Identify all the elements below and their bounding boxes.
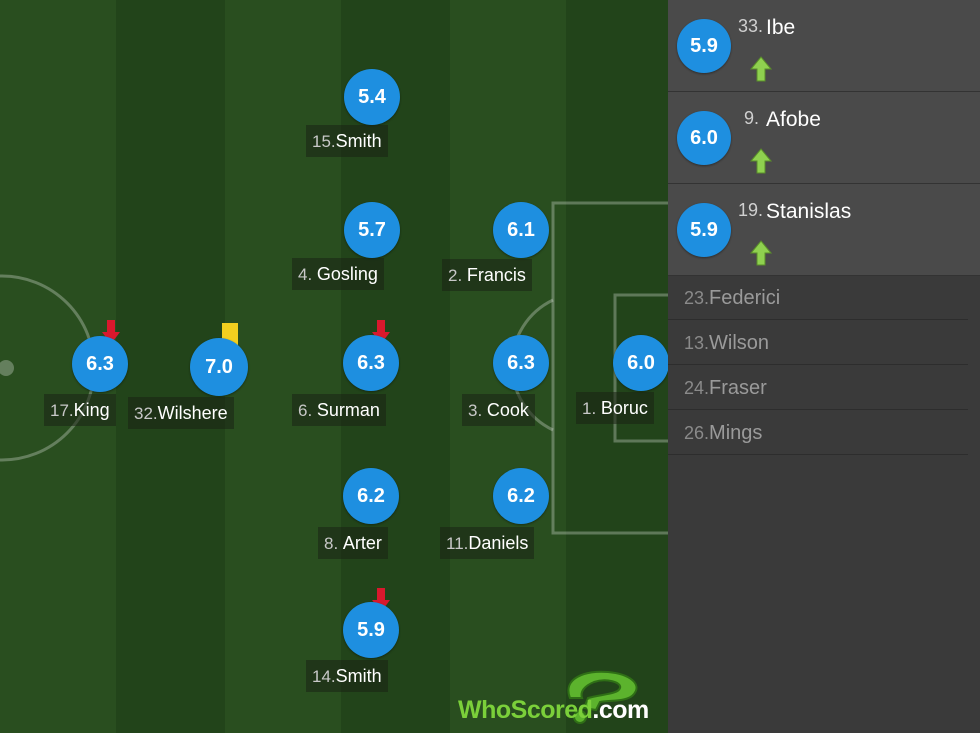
player-name: Federici [709,287,781,309]
player-label: 1. Boruc [576,392,654,424]
player-name: King [73,400,110,420]
shirt-number: 33. [738,16,764,36]
rating-bubble: 6.0 [613,335,668,391]
whoscored-logo: WhoScored.com [458,668,658,733]
bench-row-fraser[interactable]: 24.Fraser [668,366,968,410]
player-label: 3. Cook [462,394,535,426]
shirt-number: 9. [744,108,760,128]
player-label: 11.Daniels [440,527,535,559]
player-name: Smith [335,131,382,151]
rating-bubble: 6.0 [677,111,731,165]
player-name: Afobe [766,108,821,131]
shirt-number: 15. [312,132,336,151]
player-label: 8. Arter [318,527,388,559]
shirt-number: 4. [298,265,317,284]
shirt-number: 13. [684,333,710,353]
rating-bubble: 5.7 [344,202,400,258]
player-name: Daniels [468,533,529,553]
sub-row-afobe[interactable]: 6.0 9. Afobe [668,92,980,184]
player-name: Gosling [316,264,378,284]
rating-bubble: 5.9 [677,203,731,257]
player-name: Smith [335,666,382,686]
player-name: Francis [466,265,526,285]
player-label: 6. Surman [292,394,386,426]
shirt-number: 6. [298,401,317,420]
shirt-number: 23. [684,288,710,308]
shirt-number: 2. [448,266,467,285]
player-label: 14.Smith [306,660,388,692]
player-label: 2. Francis [442,259,532,291]
subbed-on-arrow-icon [750,148,772,174]
shirt-number: 19. [738,200,764,220]
player-name: Boruc [600,398,648,418]
player-name: Fraser [709,377,767,399]
logo-text: WhoScored.com [458,696,649,725]
shirt-number: 11. [446,534,469,553]
rating-bubble: 6.3 [493,335,549,391]
player-name: Mings [709,422,763,444]
player-label: 17.King [44,394,116,426]
rating-bubble: 6.2 [343,468,399,524]
logo-mark-icon [567,670,638,724]
shirt-number: 8. [324,534,343,553]
logo-text-com: .com [592,696,649,724]
player-name: Stanislas [766,200,852,223]
shirt-number: 32. [134,404,158,423]
player-label: 15.Smith [306,125,388,157]
player-name: Wilshere [157,403,228,423]
shirt-number: 3. [468,401,487,420]
shirt-number: 24. [684,378,710,398]
player-name: Arter [342,533,382,553]
rating-bubble: 6.2 [493,468,549,524]
bench-row-wilson[interactable]: 13.Wilson [668,321,968,365]
rating-bubble: 6.3 [343,335,399,391]
bench-row-mings[interactable]: 26.Mings [668,411,968,455]
player-name: Wilson [709,332,770,354]
sub-row-stanislas[interactable]: 5.9 19. Stanislas [668,184,980,276]
rating-bubble: 6.1 [493,202,549,258]
rating-bubble: 5.9 [677,19,731,73]
player-name: Ibe [766,16,796,39]
rating-bubble: 6.3 [72,336,128,392]
player-label: 32.Wilshere [128,397,234,429]
shirt-number: 1. [582,399,601,418]
pitch: 6.3 17.King 7.0 32.Wilshere 5.4 15.Smith… [0,0,668,733]
sub-row-ibe[interactable]: 5.9 33. Ibe [668,0,980,92]
shirt-number: 14. [312,667,336,686]
player-name: Cook [486,400,529,420]
shirt-number: 17. [50,401,74,420]
logo-text-whoscored: WhoScored [458,696,593,724]
substitutes-panel: 5.9 33. Ibe 6.0 9. Afobe 5.9 19. Stanisl… [668,0,980,733]
subbed-on-arrow-icon [750,240,772,266]
player-label: 4. Gosling [292,258,384,290]
rating-bubble: 7.0 [190,338,248,396]
subbed-on-arrow-icon [750,56,772,82]
shirt-number: 26. [684,423,710,443]
rating-bubble: 5.4 [344,69,400,125]
player-name: Surman [316,400,380,420]
rating-bubble: 5.9 [343,602,399,658]
bench-row-federici[interactable]: 23.Federici [668,276,968,320]
